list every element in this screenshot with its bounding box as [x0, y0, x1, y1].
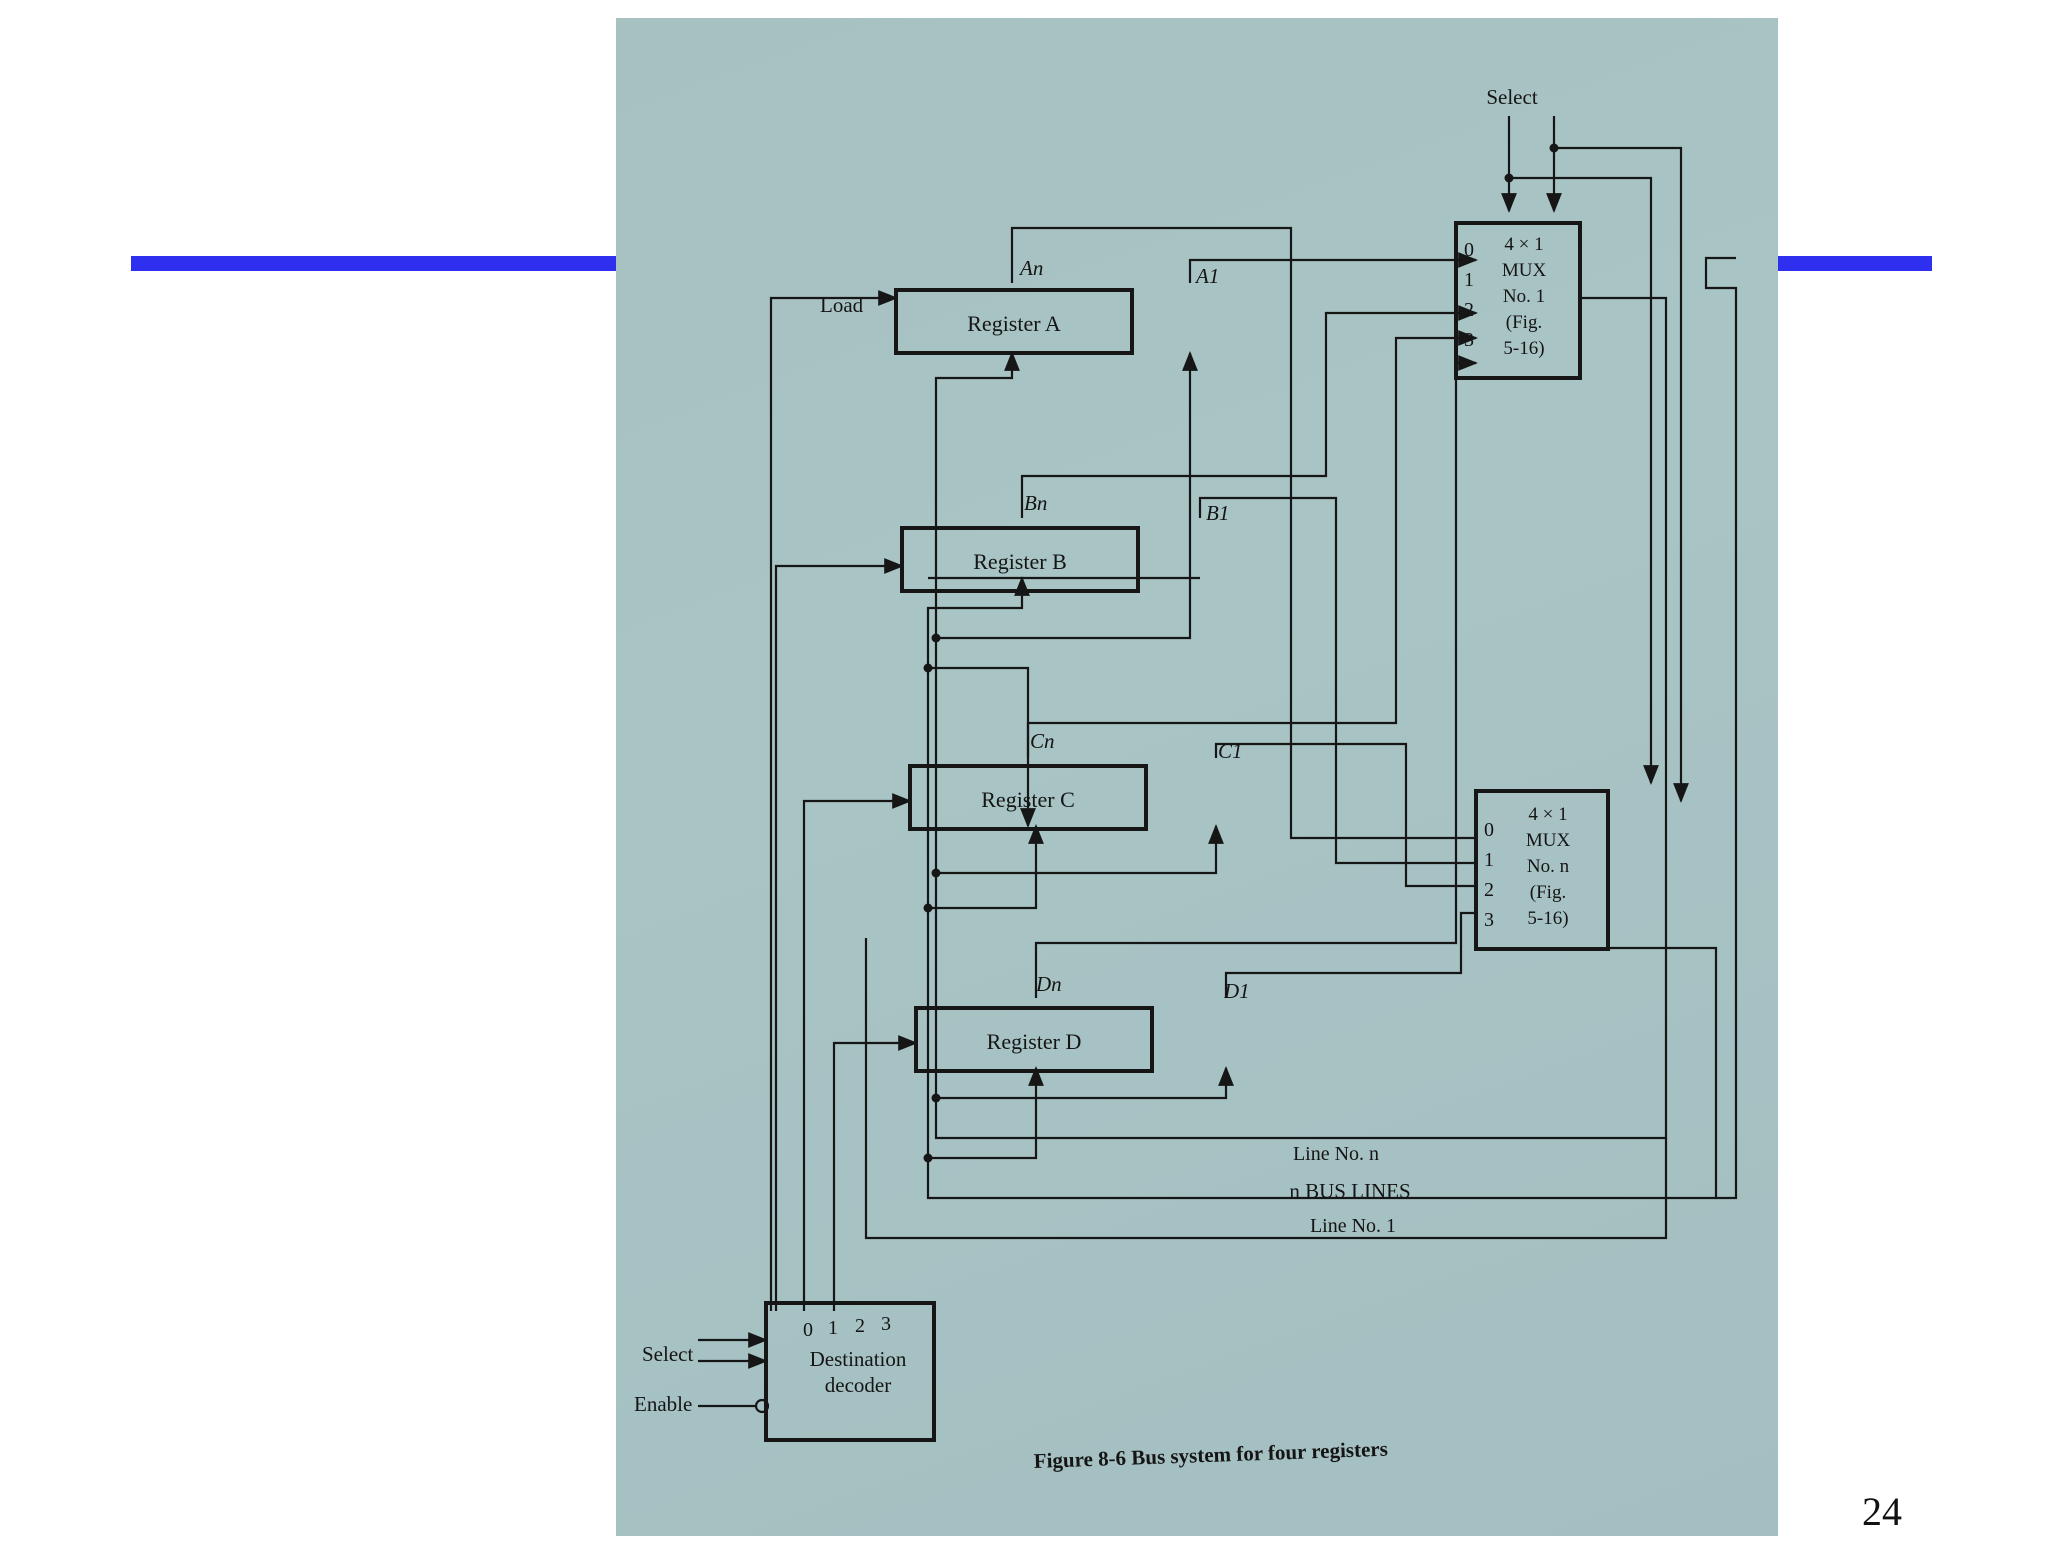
register-c-label: Register C: [981, 787, 1075, 812]
mux-top: 0 1 2 3 4 × 1 MUX No. 1 (Fig. 5-16): [1454, 221, 1582, 380]
mux-top-line4: (Fig.: [1506, 312, 1542, 333]
register-c-msb: Cn: [1030, 729, 1055, 753]
register-a-lsb: A1: [1194, 264, 1219, 288]
register-c: Register C Cn C1: [908, 729, 1243, 831]
mux-bottom-input-2: 2: [1484, 879, 1494, 901]
figure-caption: Figure 8-6 Bus system for four registers: [1033, 1437, 1388, 1473]
mux-top-line2: MUX: [1502, 260, 1547, 281]
mux-top-line5: 5-16): [1503, 338, 1544, 359]
decoder-select-label: Select: [642, 1342, 693, 1366]
mux-top-line3: No. 1: [1503, 286, 1545, 307]
decoder-output-3: 3: [881, 1313, 891, 1335]
destination-decoder: 0 1 2 3 Destination decoder: [764, 1301, 936, 1442]
register-d-lsb: D1: [1223, 979, 1250, 1003]
load-label: Load: [820, 293, 864, 317]
mux-select-label: Select: [1486, 85, 1537, 109]
register-b: Register B Bn B1: [900, 491, 1229, 593]
register-a: Register A An A1: [894, 256, 1219, 355]
register-d-label: Register D: [987, 1029, 1082, 1054]
mux-bottom-input-0: 0: [1484, 819, 1494, 841]
mux-top-input-0: 0: [1464, 239, 1474, 261]
decoder-output-2: 2: [855, 1315, 865, 1337]
mux-top-input-3: 3: [1464, 329, 1474, 351]
bus-system-diagram: Register A An A1 Register B Bn B1 Regist…: [634, 85, 1738, 1473]
register-b-msb: Bn: [1024, 491, 1047, 515]
page-number: 24: [1862, 1489, 1902, 1534]
mux-bottom-line1: 4 × 1: [1528, 804, 1567, 825]
decoder-output-0: 0: [803, 1319, 813, 1341]
register-a-label: Register A: [967, 311, 1061, 336]
mux-bottom-line4: (Fig.: [1530, 882, 1566, 903]
mux-top-input-2: 2: [1464, 299, 1474, 321]
mux-bottom: 0 1 2 3 4 × 1 MUX No. n (Fig. 5-16): [1474, 789, 1610, 951]
register-d-msb: Dn: [1035, 972, 1062, 996]
decoder-enable-label: Enable: [634, 1392, 692, 1416]
register-b-lsb: B1: [1206, 501, 1229, 525]
mux-top-input-1: 1: [1464, 269, 1474, 291]
title-rule-left: [131, 256, 621, 271]
mux-bottom-line3: No. n: [1527, 856, 1570, 877]
decoder-output-1: 1: [828, 1317, 838, 1339]
register-d: Register D Dn D1: [914, 972, 1250, 1073]
mux-bottom-line5: 5-16): [1527, 908, 1568, 929]
mux-bottom-line2: MUX: [1526, 830, 1571, 851]
mux-bottom-input-3: 3: [1484, 909, 1494, 931]
decoder-line1: Destination: [810, 1347, 907, 1371]
register-c-lsb: C1: [1218, 739, 1243, 763]
register-a-msb: An: [1018, 256, 1043, 280]
decoder-line2: decoder: [825, 1373, 891, 1397]
figure-photo: Register A An A1 Register B Bn B1 Regist…: [616, 18, 1778, 1536]
mux-top-line1: 4 × 1: [1504, 234, 1543, 255]
mux-bottom-input-1: 1: [1484, 849, 1494, 871]
bus-line-n-label: Line No. n: [1293, 1143, 1379, 1165]
title-rule-right: [1770, 256, 1932, 271]
bus-lines-title: n BUS LINES: [1289, 1179, 1410, 1203]
bus-line-1-label: Line No. 1: [1310, 1215, 1396, 1237]
register-b-label: Register B: [973, 549, 1067, 574]
